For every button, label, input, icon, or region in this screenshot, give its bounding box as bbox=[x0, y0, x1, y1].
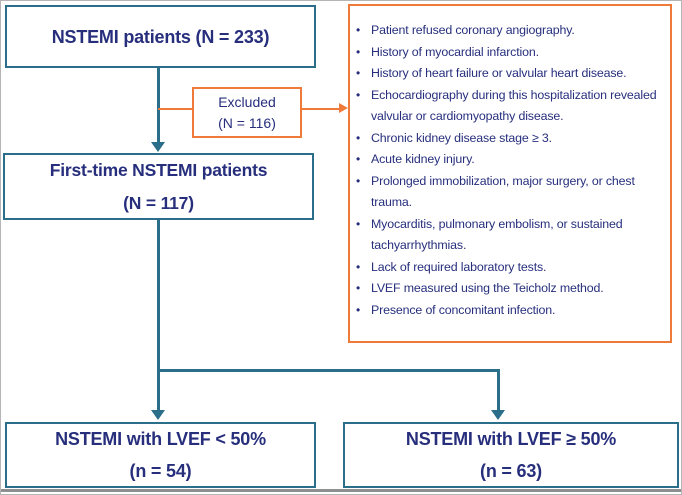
exclusion-item-text: Chronic kidney disease stage ≥ 3. bbox=[371, 130, 552, 145]
bullet-icon: • bbox=[356, 259, 361, 274]
figure-bottom-border bbox=[1, 489, 681, 492]
box-lvef-high: NSTEMI with LVEF ≥ 50% (n = 63) bbox=[343, 422, 679, 488]
exclusion-criteria-panel: • Patient refused coronary angiography. • H… bbox=[348, 4, 672, 343]
box-lvef-high-label: NSTEMI with LVEF ≥ 50% bbox=[405, 429, 617, 449]
exclusion-item-text: Echocardiography during this hospitaliza… bbox=[371, 87, 657, 124]
bullet-icon: • bbox=[356, 281, 361, 295]
exclusion-item-text: Patient refused coronary angiography. bbox=[371, 23, 575, 37]
bullet-icon: • bbox=[356, 173, 361, 188]
arrowhead-right-icon bbox=[339, 103, 348, 113]
exclusion-item-text: LVEF measured using the Teicholz method. bbox=[371, 281, 604, 295]
box-lvef-low: NSTEMI with LVEF < 50% (n = 54) bbox=[5, 422, 316, 488]
exclusion-item-text: History of myocardial infarction. bbox=[371, 44, 539, 59]
connector-excluded-to-panel bbox=[302, 108, 339, 110]
box-excluded-count: (N = 116) bbox=[218, 114, 276, 131]
box-lvef-high-count: (n = 63) bbox=[480, 461, 542, 481]
exclusion-criteria-list: • Patient refused coronary angiography. • H… bbox=[355, 20, 662, 321]
bullet-icon: • bbox=[356, 216, 361, 231]
arrowhead-down-icon bbox=[151, 142, 165, 152]
connector-firsttime-to-low bbox=[157, 219, 160, 410]
bullet-icon: • bbox=[356, 130, 361, 145]
box-first-time: First-time NSTEMI patients (N = 117) bbox=[3, 153, 314, 220]
box-excluded: Excluded (N = 116) bbox=[192, 87, 302, 138]
exclusion-item-text: Lack of required laboratory tests. bbox=[371, 259, 547, 274]
arrowhead-down-icon bbox=[491, 410, 505, 420]
box-nstemi-total: NSTEMI patients (N = 233) bbox=[5, 5, 316, 68]
bullet-icon: • bbox=[356, 87, 361, 102]
exclusion-item: • Acute kidney injury. bbox=[355, 149, 662, 171]
box-excluded-label: Excluded bbox=[218, 93, 276, 110]
exclusion-item: • History of myocardial infarction. bbox=[355, 42, 662, 64]
exclusion-item-text: Acute kidney injury. bbox=[371, 152, 475, 166]
box-lvef-low-count: (n = 54) bbox=[129, 461, 192, 481]
bullet-icon: • bbox=[356, 302, 361, 317]
exclusion-item: • LVEF measured using the Teicholz method… bbox=[355, 278, 662, 300]
exclusion-item-text: Presence of concomitant infection. bbox=[371, 302, 556, 317]
exclusion-item-text: Myocarditis, pulmonary embolism, or sust… bbox=[371, 216, 623, 253]
connector-to-excluded bbox=[158, 108, 192, 110]
exclusion-item: • Patient refused coronary angiography. bbox=[355, 20, 662, 42]
bullet-icon: • bbox=[356, 23, 361, 37]
connector-branch-to-high bbox=[497, 369, 500, 410]
exclusion-item: • Lack of required laboratory tests. bbox=[355, 257, 662, 279]
exclusion-item-text: History of heart failure or valvular hea… bbox=[371, 66, 627, 80]
arrowhead-down-icon bbox=[151, 410, 165, 420]
exclusion-item-text: Prolonged immobilization, major surgery,… bbox=[371, 173, 635, 210]
connector-total-to-firsttime bbox=[157, 67, 160, 143]
bullet-icon: • bbox=[356, 152, 361, 166]
exclusion-item: • Presence of concomitant infection. bbox=[355, 300, 662, 322]
bullet-icon: • bbox=[356, 44, 361, 59]
exclusion-item: • Prolonged immobilization, major surgery… bbox=[355, 171, 662, 214]
box-first-time-count: (N = 117) bbox=[123, 192, 194, 213]
box-first-time-label: First-time NSTEMI patients bbox=[49, 159, 268, 180]
exclusion-item: • History of heart failure or valvular he… bbox=[355, 63, 662, 85]
exclusion-item: • Echocardiography during this hospitaliz… bbox=[355, 85, 662, 128]
bullet-icon: • bbox=[356, 66, 361, 80]
exclusion-item: • Myocarditis, pulmonary embolism, or sus… bbox=[355, 214, 662, 257]
exclusion-item: • Chronic kidney disease stage ≥ 3. bbox=[355, 128, 662, 150]
connector-branch-horizontal bbox=[157, 369, 500, 372]
box-nstemi-total-label: NSTEMI patients (N = 233) bbox=[51, 26, 270, 47]
box-lvef-low-label: NSTEMI with LVEF < 50% bbox=[55, 429, 266, 449]
